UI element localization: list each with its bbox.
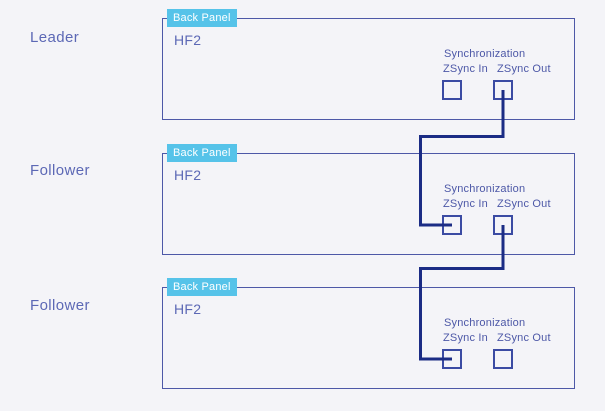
zsync-in-port <box>442 349 462 369</box>
zsync-out-port <box>493 80 513 100</box>
zsync-out-port <box>493 215 513 235</box>
zsync-in-label: ZSync In <box>443 198 489 210</box>
zsync-out-label: ZSync Out <box>497 63 551 75</box>
zsync-out-port <box>493 349 513 369</box>
zsync-in-port <box>442 80 462 100</box>
back-panel-tag: Back Panel <box>167 278 237 296</box>
device-panel-leader: Back Panel HF2 Synchronization ZSync In … <box>162 9 575 120</box>
device-model-label: HF2 <box>174 167 202 183</box>
device-panel-follower-1: Back Panel HF2 Synchronization ZSync In … <box>162 144 575 255</box>
zsync-out-label: ZSync Out <box>497 332 551 344</box>
zsync-in-label: ZSync In <box>443 63 489 75</box>
zsync-in-port <box>442 215 462 235</box>
device-role-label-follower-1: Follower <box>30 162 90 179</box>
synchronization-title: Synchronization <box>444 48 526 60</box>
device-panel-follower-2: Back Panel HF2 Synchronization ZSync In … <box>162 278 575 389</box>
device-role-label-follower-2: Follower <box>30 297 90 314</box>
device-model-label: HF2 <box>174 301 202 317</box>
synchronization-title: Synchronization <box>444 183 526 195</box>
synchronization-title: Synchronization <box>444 317 526 329</box>
back-panel-tag: Back Panel <box>167 9 237 27</box>
zsync-in-label: ZSync In <box>443 332 489 344</box>
back-panel-tag: Back Panel <box>167 144 237 162</box>
device-model-label: HF2 <box>174 32 202 48</box>
zsync-out-label: ZSync Out <box>497 198 551 210</box>
device-role-label-leader: Leader <box>30 29 80 46</box>
